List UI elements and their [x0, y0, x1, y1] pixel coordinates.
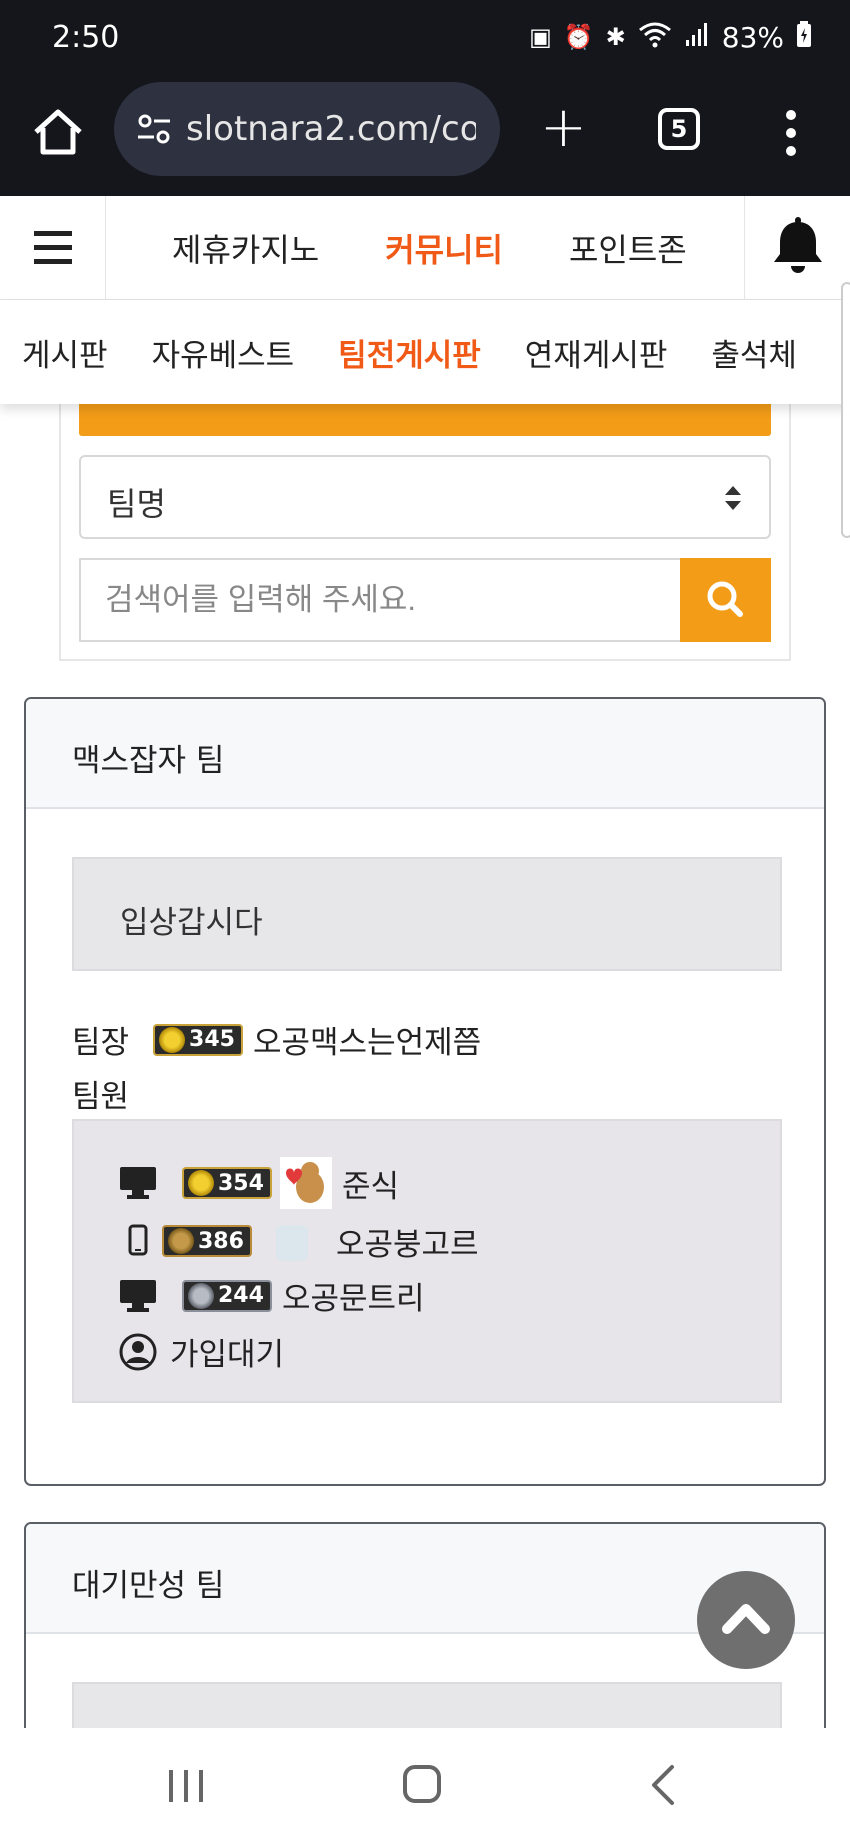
- team-slogan: 입상갑시다: [72, 857, 782, 971]
- search-field[interactable]: [79, 558, 681, 642]
- member-name[interactable]: 오공붕고르: [335, 1226, 479, 1263]
- subnav-item-free-best[interactable]: 자유베스트: [151, 337, 295, 374]
- nav-item-casino[interactable]: 제휴카지노: [172, 231, 320, 269]
- subnav-item-attendance[interactable]: 출석체: [711, 337, 797, 374]
- member-name[interactable]: 준식: [341, 1168, 399, 1205]
- more-menu-icon[interactable]: [786, 110, 798, 164]
- new-tab-icon[interactable]: +: [540, 95, 587, 160]
- bluetooth-icon: ✱: [605, 23, 626, 51]
- status-icons: ▣ ⏰ ✱ 83%: [529, 20, 812, 54]
- sun-icon: [188, 1170, 214, 1196]
- status-bar: 2:50 ▣ ⏰ ✱ 83%: [0, 0, 850, 82]
- team-leader-row: 팀장 345 오공맥스는언제쯤: [72, 1017, 481, 1062]
- team-name[interactable]: 맥스잡자 팀: [26, 699, 824, 809]
- scroll-top-button[interactable]: [697, 1571, 795, 1669]
- browser-toolbar: slotnara2.com/co + 5: [0, 82, 850, 196]
- sub-nav: 게시판 자유베스트 팀전게시판 연재게시판 출석체: [0, 300, 850, 404]
- subnav-item-series-board[interactable]: 연재게시판: [524, 337, 668, 374]
- user-circle-icon: [119, 1333, 157, 1370]
- bell-icon[interactable]: [744, 196, 850, 300]
- pending-row[interactable]: 가입대기: [118, 1329, 284, 1374]
- search-button[interactable]: [680, 558, 771, 642]
- member-name[interactable]: 오공문트리: [281, 1281, 425, 1317]
- search-icon: [707, 581, 743, 617]
- list-item: 386 오공붕고르: [118, 1215, 479, 1267]
- members-label: 팀원: [72, 1079, 130, 1115]
- select-arrows-icon: [725, 486, 741, 510]
- avatar: [266, 1215, 318, 1267]
- level-badge: 354: [182, 1167, 272, 1199]
- sun-icon: [159, 1026, 186, 1053]
- back-icon[interactable]: [648, 1764, 678, 1806]
- battery-saver-icon: ▣: [529, 23, 552, 51]
- select-value: 팀명: [107, 485, 166, 523]
- status-time: 2:50: [52, 20, 120, 55]
- home-button-icon[interactable]: [402, 1764, 442, 1804]
- desktop-icon: [120, 1279, 156, 1312]
- scrollbar[interactable]: [841, 282, 850, 538]
- site-settings-icon[interactable]: [134, 109, 174, 149]
- level-badge: 345: [153, 1023, 243, 1056]
- members-list: 354 준식 386 오공붕고르 244 오공: [72, 1119, 782, 1403]
- stone-icon: [188, 1282, 214, 1309]
- system-nav-bar: [0, 1728, 850, 1842]
- desktop-icon: [120, 1167, 156, 1199]
- nav-item-point-zone[interactable]: 포인트존: [568, 231, 687, 269]
- mobile-icon: [128, 1224, 148, 1256]
- list-item: 244 오공문트리: [118, 1273, 425, 1318]
- pending-label[interactable]: 가입대기: [170, 1337, 285, 1373]
- leader-label: 팀장: [72, 1025, 130, 1061]
- battery-icon: [796, 20, 812, 54]
- tab-switcher-button[interactable]: 5: [658, 108, 700, 150]
- chevron-up-icon: [722, 1604, 770, 1634]
- battery-percent: 83%: [721, 20, 784, 54]
- hamburger-menu-icon[interactable]: [0, 196, 106, 300]
- search-type-select[interactable]: 팀명: [79, 455, 771, 539]
- search-input[interactable]: [105, 578, 665, 622]
- level-badge: 386: [162, 1225, 252, 1257]
- url-text[interactable]: slotnara2.com/co: [186, 109, 476, 149]
- alarm-icon: ⏰: [563, 23, 594, 51]
- nav-item-community[interactable]: 커뮤니티: [385, 231, 503, 269]
- subnav-item-team-board[interactable]: 팀전게시판: [338, 337, 481, 374]
- avatar: [279, 1157, 332, 1209]
- signal-icon: [684, 20, 710, 54]
- subnav-item-board[interactable]: 게시판: [22, 337, 108, 374]
- team-name[interactable]: 대기만성 팀: [26, 1524, 824, 1634]
- nav-items: 제휴카지노 커뮤니티 포인트존 프: [106, 196, 744, 300]
- leader-name[interactable]: 오공맥스는언제쯤: [252, 1025, 482, 1061]
- wifi-icon: [638, 20, 672, 54]
- shield-icon: [168, 1228, 194, 1254]
- level-badge: 244: [182, 1279, 272, 1312]
- home-icon[interactable]: [30, 104, 86, 160]
- address-bar[interactable]: slotnara2.com/co: [114, 82, 500, 176]
- site-nav: 제휴카지노 커뮤니티 포인트존 프: [0, 196, 850, 300]
- list-item: 354 준식: [118, 1157, 399, 1209]
- team-card: 맥스잡자 팀 입상갑시다 팀장 345 오공맥스는언제쯤 팀원 354 준식: [24, 697, 826, 1486]
- recent-apps-icon[interactable]: [166, 1766, 206, 1806]
